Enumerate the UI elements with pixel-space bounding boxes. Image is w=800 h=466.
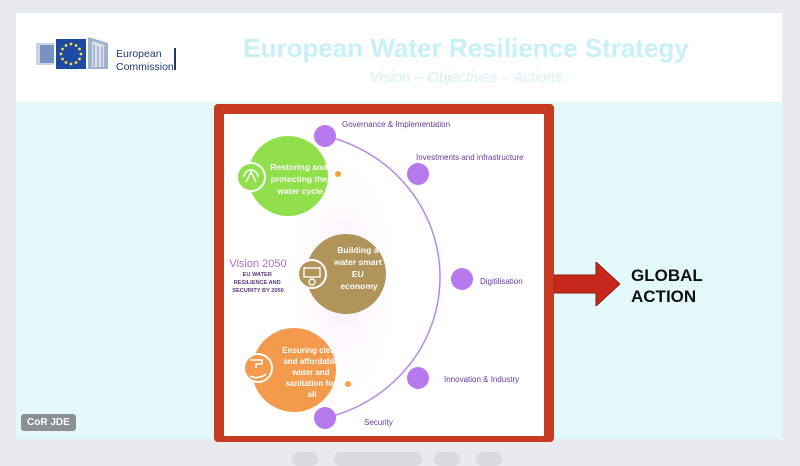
global-action-label: GLOBAL ACTION	[631, 265, 703, 307]
objective-2-line-2: water smart	[333, 257, 382, 267]
objective-3-line-2: and affordable	[283, 357, 339, 366]
action-label-governance: Governance & Implementation	[342, 120, 450, 129]
dot-2	[345, 381, 351, 387]
action-node-security	[314, 407, 336, 429]
objective-2-line-1: Building a	[337, 245, 378, 255]
logo-divider	[174, 48, 176, 70]
objective-1-line-1: Restoring and	[270, 162, 327, 172]
vision-title: Vision 2050	[229, 258, 286, 270]
vision-line-2: RESILIENCE AND	[234, 280, 281, 286]
vision-line-3: SECURITY BY 2050	[232, 288, 283, 294]
objective-3-text: Ensuring clean and affordable water and …	[282, 346, 342, 399]
action-label-digitilisation: Digitilisation	[480, 277, 523, 286]
objective-3-line-3: water and	[291, 368, 329, 377]
objective-3-line-4: sanitation for	[286, 379, 337, 388]
action-label-investments: Investments and infrastructure	[416, 153, 524, 162]
action-label-innovation: Innovation & Industry	[444, 375, 519, 384]
right-arrow-icon	[554, 262, 620, 306]
objective-circle-water-cycle	[248, 136, 328, 216]
diagram-panel: Restoring and protecting the water cycle…	[224, 114, 544, 436]
factory-gear-icon	[297, 259, 327, 289]
strategy-diagram: Restoring and protecting the water cycle…	[229, 120, 524, 429]
objective-3-line-1: Ensuring clean	[282, 346, 339, 355]
action-node-governance	[314, 125, 336, 147]
action-node-digitilisation	[451, 268, 473, 290]
vision-line-1: EU WATER	[243, 272, 272, 278]
global-action-line-2: ACTION	[631, 287, 697, 306]
objective-1-text: Restoring and protecting the water cycle	[270, 162, 330, 196]
player-control-3[interactable]	[434, 452, 460, 466]
slide-subtitle: Vision – Objectives – Actions	[369, 69, 563, 86]
slide-title: European Water Resilience Strategy	[243, 33, 689, 63]
action-node-investments	[407, 163, 429, 185]
player-control-1[interactable]	[292, 452, 318, 466]
objective-circle-clean-water	[252, 328, 336, 412]
objective-1-line-3: water cycle	[276, 186, 323, 196]
objective-2-text: Building a water smart EU economy	[333, 245, 384, 291]
tap-hand-icon	[243, 353, 273, 383]
player-control-2[interactable]	[334, 452, 422, 466]
objective-2-line-4: economy	[340, 281, 378, 291]
logo-line-1: European	[116, 48, 162, 60]
objective-3-line-5: all	[308, 390, 317, 399]
objective-2-line-3: EU	[352, 269, 364, 279]
cor-jde-badge: CoR JDE	[21, 414, 76, 431]
vision-subtitle: EU WATER RESILIENCE AND SECURITY BY 2050	[232, 272, 283, 294]
logo-text: European Commission	[116, 48, 174, 74]
action-label-security: Security	[364, 418, 393, 427]
dot-1	[335, 171, 341, 177]
actions-arc	[324, 135, 441, 419]
water-cycle-icon	[236, 162, 266, 192]
european-commission-logo	[36, 37, 108, 69]
global-action-line-1: GLOBAL	[631, 266, 703, 285]
action-node-innovation	[407, 367, 429, 389]
objective-circle-economy	[306, 234, 386, 314]
slide-header: European Commission European Water Resil…	[16, 13, 782, 102]
logo-line-2: Commission	[116, 61, 174, 73]
objective-1-line-2: protecting the	[270, 174, 327, 184]
player-control-4[interactable]	[476, 452, 502, 466]
